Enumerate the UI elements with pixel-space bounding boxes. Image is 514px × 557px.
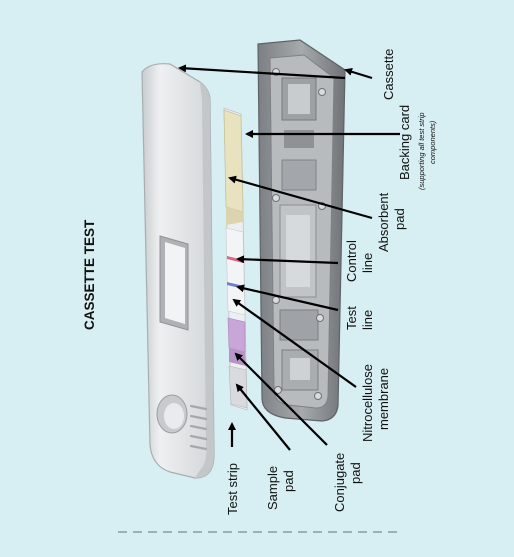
label-sample-pad-line2: pad bbox=[281, 470, 296, 492]
cassette-front-shell bbox=[141, 63, 215, 479]
grip-ridges bbox=[189, 404, 208, 451]
label-sample-pad: Sample pad bbox=[265, 466, 296, 510]
label-absorbent-pad-line2: pad bbox=[392, 208, 407, 230]
label-nitrocellulose-membrane: Nitrocellulose membrane bbox=[360, 364, 391, 442]
absorbent-pad bbox=[223, 109, 244, 213]
label-conjugate-pad-line1: Conjugate bbox=[332, 453, 347, 512]
label-absorbent-pad-line1: Absorbent bbox=[376, 192, 391, 252]
leader-arrows bbox=[178, 64, 400, 451]
label-conjugate-pad-line2: pad bbox=[348, 462, 363, 484]
label-absorbent-pad: Absorbent pad bbox=[376, 192, 407, 252]
label-test-line-line1: Test bbox=[344, 306, 359, 330]
label-backing-card-note2: components) bbox=[428, 120, 437, 164]
label-nitrocellulose-line2: membrane bbox=[376, 368, 391, 430]
label-control-line: Control line bbox=[344, 240, 375, 282]
label-test-line-line2: line bbox=[360, 310, 375, 330]
label-nitrocellulose-line1: Nitrocellulose bbox=[360, 364, 375, 442]
label-control-line-line2: line bbox=[360, 253, 375, 273]
label-backing-card-text: Backing card bbox=[397, 105, 412, 180]
label-backing-card: Backing card (supporting all test strip … bbox=[397, 105, 437, 190]
label-test-strip: Test strip bbox=[225, 463, 240, 515]
label-conjugate-pad: Conjugate pad bbox=[332, 453, 363, 512]
label-sample-pad-line1: Sample bbox=[265, 466, 280, 510]
cassette-back-shell bbox=[257, 39, 346, 422]
label-control-line-line1: Control bbox=[344, 240, 359, 282]
label-backing-card-note: (supporting all test strip bbox=[417, 112, 426, 190]
label-cassette: Cassette bbox=[381, 49, 396, 100]
conjugate-pad-strip bbox=[227, 317, 246, 353]
diagram-title: CASSETTE TEST bbox=[82, 219, 97, 330]
label-test-line: Test line bbox=[344, 306, 375, 330]
test-strip bbox=[223, 107, 248, 411]
